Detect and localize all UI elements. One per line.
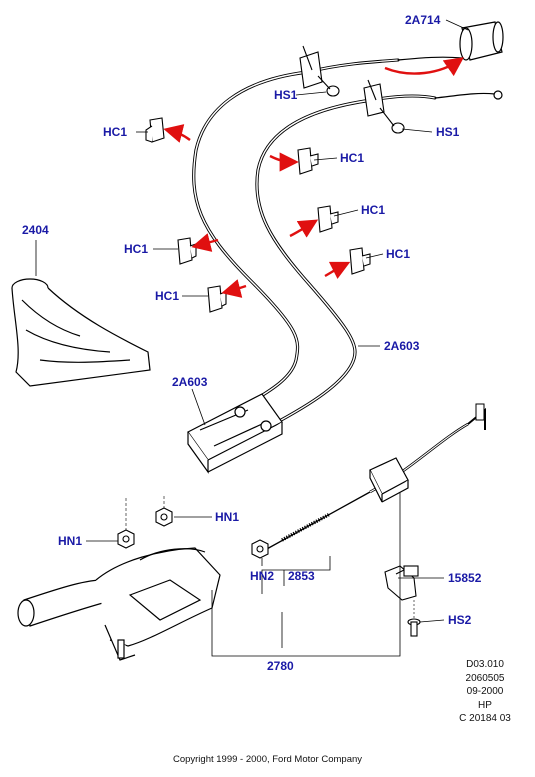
cable-assembly-2A603 [192, 56, 503, 427]
cable-bracket-upper [299, 45, 340, 97]
drawing-reference-block: D03.010 2060505 09-2000 HP C 20184 03 [445, 658, 525, 726]
clip-hc1-4 [349, 247, 365, 275]
gear-boot-2404 [11, 240, 151, 387]
clip-hc1-6 [207, 285, 223, 313]
ref-line-2: 2060505 [465, 672, 505, 684]
part-labels: 2A714 HS1 HS1 HC1 HC1 HC1 HC1 HC1 HC1 24… [22, 13, 482, 673]
label-hc1-mid: HC1 [340, 151, 364, 165]
ref-line-3: 09-2000 [466, 686, 504, 697]
handbrake-lever-2780 [17, 547, 221, 661]
switch-15852 [384, 565, 419, 601]
label-hc1-left-mid: HC1 [124, 242, 148, 256]
label-2404: 2404 [22, 223, 49, 237]
label-2A603-right: 2A603 [384, 339, 420, 353]
nut-hn1-left [117, 529, 135, 549]
ref-line-5: C 20184 03 [459, 713, 511, 724]
label-2A714: 2A714 [405, 13, 441, 27]
leader-lines [86, 19, 469, 657]
label-hs1-right: HS1 [436, 125, 460, 139]
equalizer-yoke [187, 393, 283, 474]
clip-hc1-3 [317, 205, 333, 233]
label-hc1-left-upper: HC1 [103, 125, 127, 139]
label-hc1-right-2: HC1 [386, 247, 410, 261]
label-15852: 15852 [448, 571, 482, 585]
label-hc1-right-1: HC1 [361, 203, 385, 217]
label-hn2: HN2 [250, 569, 274, 583]
clip-hc1-1 [149, 117, 165, 143]
label-hn1-left: HN1 [58, 534, 82, 548]
label-hn1-right: HN1 [215, 510, 239, 524]
label-hs2: HS2 [448, 613, 472, 627]
cable-bracket-lower [363, 79, 405, 134]
ref-line-1: D03.010 [466, 659, 504, 670]
assembly-arrows [163, 57, 464, 298]
cable-guide-block [369, 457, 409, 503]
nut-hn2 [251, 539, 269, 559]
cap-2A714 [459, 21, 504, 61]
clip-hc1-group [145, 117, 371, 313]
label-2A603-left: 2A603 [172, 375, 208, 389]
clip-hc1-5 [177, 237, 193, 265]
label-hc1-left-low: HC1 [155, 289, 179, 303]
label-hs1-top: HS1 [274, 88, 298, 102]
label-2853: 2853 [288, 569, 315, 583]
clip-hc1-2 [297, 147, 313, 175]
copyright-notice: Copyright 1999 - 2000, Ford Motor Compan… [172, 754, 363, 765]
nut-hn1-right [155, 507, 173, 527]
label-2780: 2780 [267, 659, 294, 673]
ref-line-4: HP [478, 699, 492, 711]
screw-hs2 [407, 600, 421, 637]
